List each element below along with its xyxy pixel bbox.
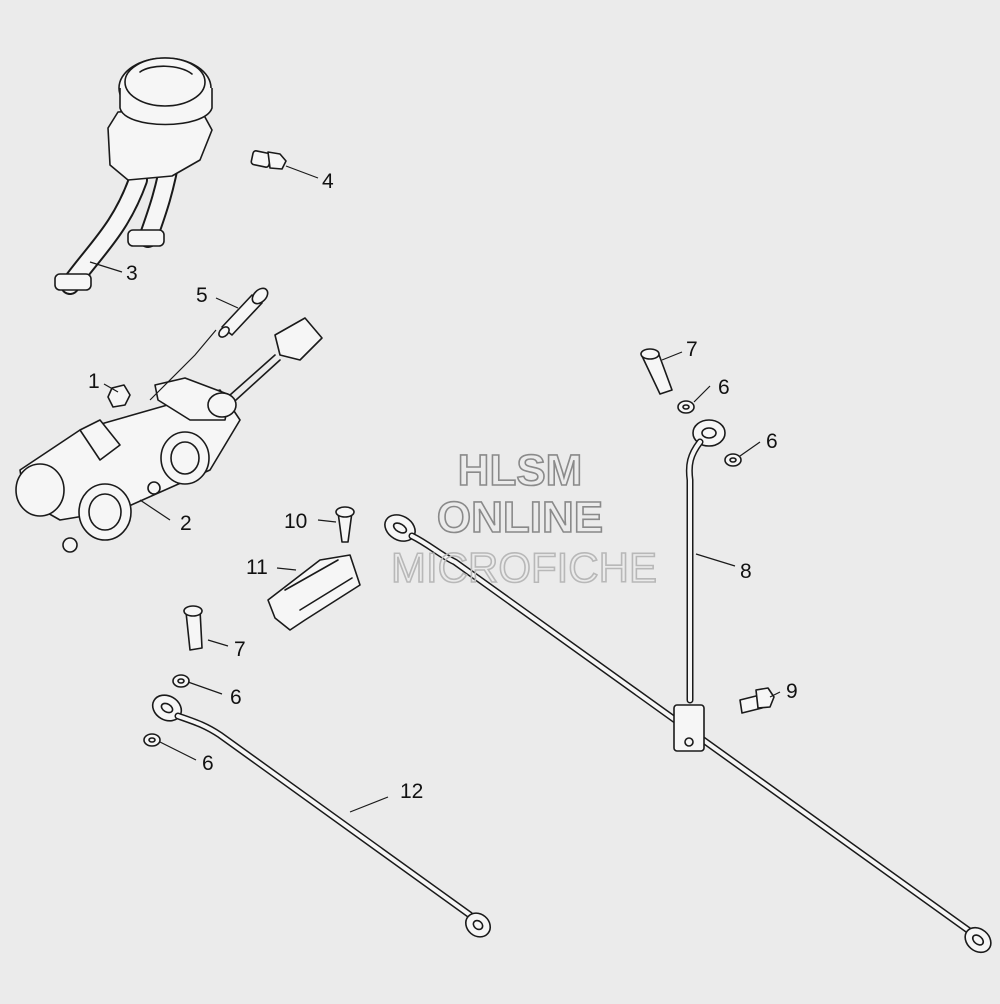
bolt-part-4 [250, 150, 287, 170]
brake-line-upper-long [384, 514, 992, 954]
watermark-line-2: ONLINE [437, 493, 603, 542]
callouts: 4 3 5 1 2 7 6 6 8 9 10 11 7 6 6 12 [88, 170, 798, 803]
callout-11: 11 [246, 556, 268, 579]
callout-7-upper: 7 [686, 338, 698, 361]
watermark-line-1: HLSM [458, 446, 583, 495]
bolt-part-5 [218, 287, 269, 338]
watermark: HLSM ONLINE MICROFICHE [390, 445, 658, 592]
washers-part-6 [143, 400, 742, 747]
callout-10: 10 [284, 510, 307, 533]
bracket-part-11 [267, 554, 361, 631]
pin-part-10 [335, 506, 355, 543]
leader-lines [89, 165, 781, 813]
callout-2: 2 [180, 512, 192, 535]
callout-9: 9 [786, 680, 798, 703]
master-cylinder [15, 317, 323, 553]
brake-line-part-12 [151, 694, 492, 938]
brake-line-part-8 [685, 419, 726, 704]
callout-8: 8 [740, 560, 752, 583]
callout-1: 1 [88, 370, 100, 393]
callout-6-lower-b: 6 [202, 752, 214, 775]
watermark-line-3: MICROFICHE [391, 544, 657, 591]
nut-part-1 [107, 384, 131, 408]
reservoir-assembly [54, 57, 213, 295]
callout-6-upper-b: 6 [766, 430, 778, 453]
bolt-part-9 [739, 687, 775, 714]
callout-4: 4 [322, 170, 334, 193]
callout-12: 12 [400, 780, 423, 803]
callout-5: 5 [196, 284, 208, 307]
callout-6-lower-a: 6 [230, 686, 242, 709]
bolt-part-7-lower [183, 605, 203, 651]
callout-3: 3 [126, 262, 138, 285]
callout-6-upper-a: 6 [718, 376, 730, 399]
callout-7-lower: 7 [234, 638, 246, 661]
bolt-part-7-upper [640, 348, 673, 395]
